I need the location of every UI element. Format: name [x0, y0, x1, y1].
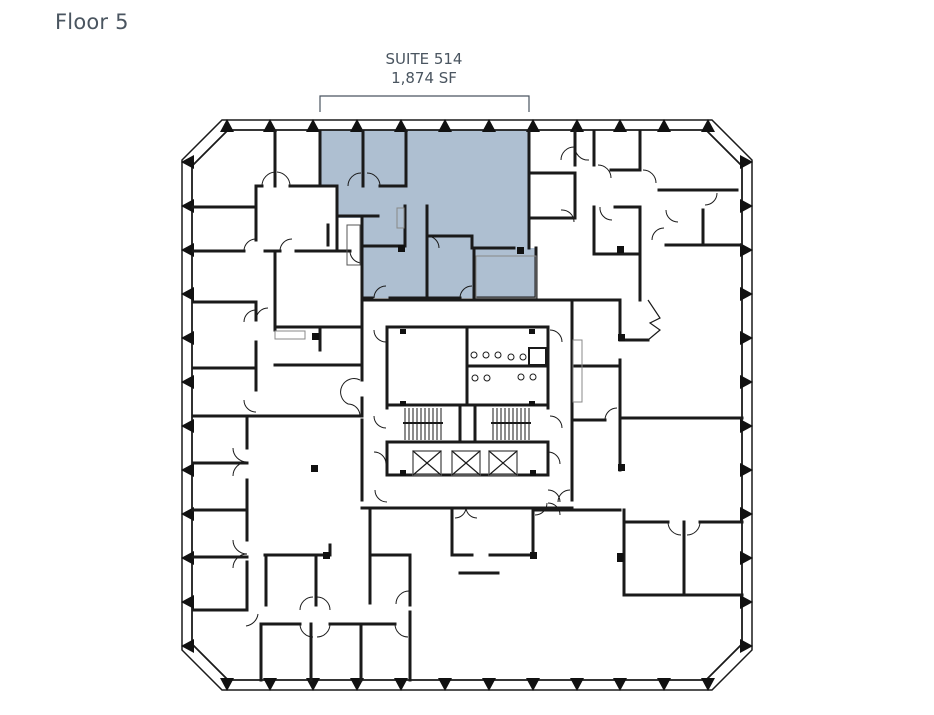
suite-bracket [319, 95, 530, 112]
columns-left [181, 155, 194, 653]
suite-name: SUITE 514 [385, 50, 463, 68]
door-swings [232, 145, 718, 638]
suite-area: 1,874 SF [391, 69, 457, 87]
stairwells [403, 408, 531, 440]
elevators [412, 450, 518, 476]
interior-walls [191, 129, 744, 682]
floor-title: Floor 5 [55, 10, 129, 34]
structural-posts [311, 245, 625, 562]
window-bay [647, 299, 661, 341]
columns-top [220, 119, 715, 132]
columns-right [740, 155, 753, 653]
restroom-fixtures [274, 207, 583, 403]
suite-label[interactable]: SUITE 514 1,874 SF [324, 50, 524, 88]
